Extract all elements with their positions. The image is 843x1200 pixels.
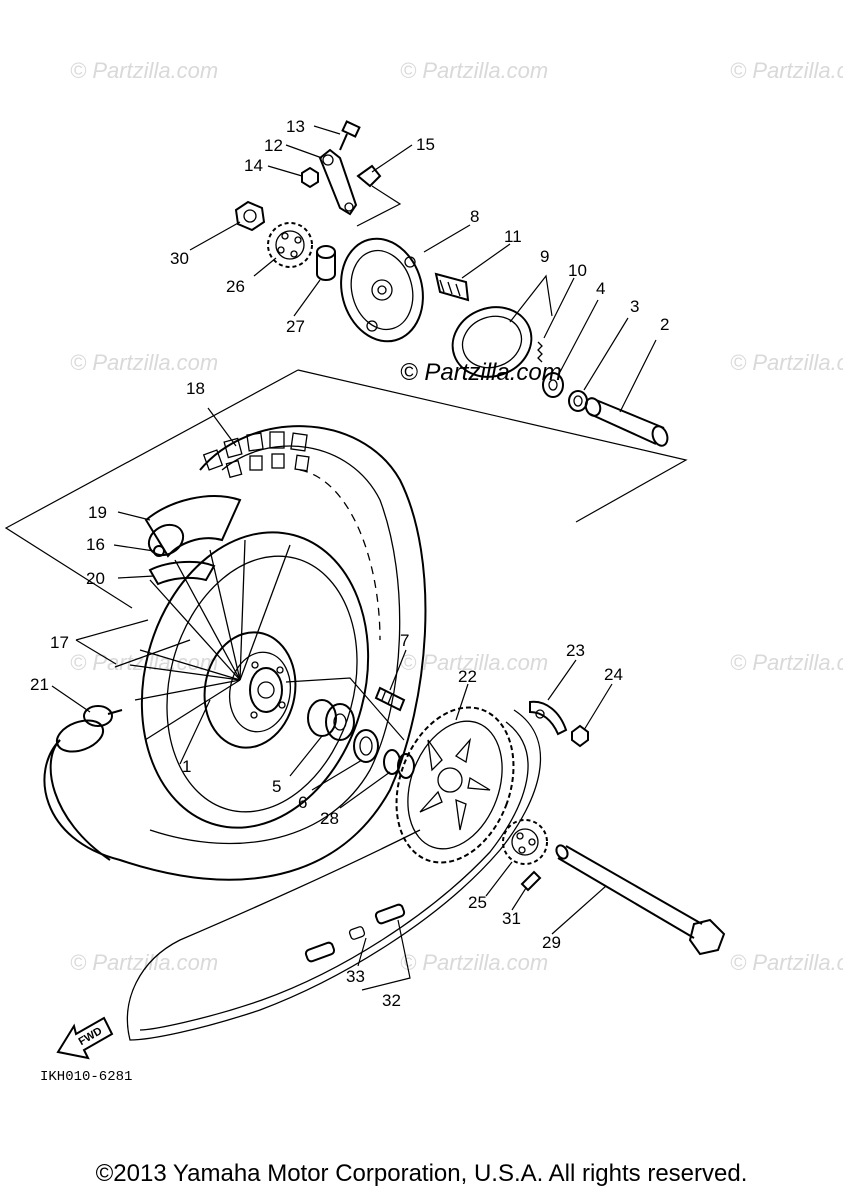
- callout-3: 3: [630, 297, 639, 316]
- tire-tread: [202, 431, 310, 479]
- callout-5: 5: [272, 777, 281, 796]
- callout-10: 10: [568, 261, 587, 280]
- callout-33: 33: [346, 967, 365, 986]
- callout-9: 9: [540, 247, 549, 266]
- callout-26: 26: [226, 277, 245, 296]
- callout-27: 27: [286, 317, 305, 336]
- watermark: © Partzilla.com: [400, 950, 548, 975]
- valve-21: [55, 705, 123, 753]
- camshaft-lever-12: [318, 148, 358, 216]
- drive-chain-32: [126, 709, 542, 1041]
- watermark: © Partzilla.com: [730, 350, 843, 375]
- brake-shoes-9: [451, 306, 533, 378]
- locking-washer-23: [529, 700, 568, 736]
- nut-30: [234, 200, 266, 232]
- callout-25: 25: [468, 893, 487, 912]
- rim: [140, 531, 370, 829]
- callout-12: 12: [264, 136, 283, 155]
- wheel-axle-29: [555, 844, 726, 956]
- watermark-center: © Partzilla.com: [400, 359, 562, 386]
- camshaft-11: [434, 272, 470, 302]
- callout-21: 21: [30, 675, 49, 694]
- rim-band-20: [148, 560, 216, 586]
- callout-24: 24: [604, 665, 623, 684]
- nut-24: [571, 724, 589, 748]
- callout-labels: 1 2 3 4 5 6 7 8 9 10 11 12 13 14 15 16 1…: [30, 117, 669, 1010]
- leader-lines: [51, 125, 657, 991]
- oil-seal-3: [568, 390, 588, 412]
- callout-16: 16: [86, 535, 105, 554]
- callout-22: 22: [458, 667, 477, 686]
- bearing-4: [542, 372, 564, 398]
- chain-joint-33: [304, 903, 406, 963]
- callout-29: 29: [542, 933, 561, 952]
- fwd-label: FWD: [77, 1025, 105, 1048]
- bolt-13: [339, 120, 361, 151]
- drive-sprocket-26: [267, 222, 313, 268]
- callout-4: 4: [596, 279, 605, 298]
- collar-28: [383, 749, 415, 779]
- callout-28: 28: [320, 809, 339, 828]
- callout-8: 8: [470, 207, 479, 226]
- watermark-layer: © Partzilla.com © Partzilla.com © Partzi…: [70, 58, 843, 975]
- brake-shoe-plate-8: [340, 237, 424, 343]
- copyright-notice: ©2013 Yamaha Motor Corporation, U.S.A. A…: [95, 1160, 748, 1187]
- callout-20: 20: [86, 569, 105, 588]
- spring-10: [537, 341, 543, 363]
- stud-bolt-7: [374, 686, 406, 712]
- callout-32: 32: [382, 991, 401, 1010]
- collar-2: [584, 397, 669, 447]
- callout-31: 31: [502, 909, 521, 928]
- cotter-pin-31: [520, 870, 542, 892]
- callout-7: 7: [400, 631, 409, 650]
- callout-17: 17: [50, 633, 69, 652]
- watermark: © Partzilla.com: [730, 950, 843, 975]
- fwd-arrow: FWD: [56, 1016, 114, 1060]
- diagram-code: IKH010-6281: [40, 1069, 132, 1085]
- wear-indicator-15: [356, 164, 382, 188]
- callout-14: 14: [244, 156, 263, 175]
- callout-13: 13: [286, 117, 305, 136]
- callout-2: 2: [660, 315, 669, 334]
- wheel-assembly: [4, 369, 688, 881]
- watermark: © Partzilla.com: [730, 58, 843, 83]
- watermark: © Partzilla.com: [400, 58, 548, 83]
- callout-11: 11: [504, 227, 522, 246]
- collar-27: [316, 245, 336, 281]
- watermark: © Partzilla.com: [730, 650, 843, 675]
- sprocket-22: [395, 706, 515, 864]
- tube-19: [144, 495, 242, 558]
- hub-1: [203, 631, 297, 749]
- callout-30: 30: [170, 249, 189, 268]
- nut-14: [301, 166, 319, 189]
- callout-1: 1: [182, 757, 191, 776]
- tire-18: [43, 425, 427, 881]
- callout-19: 19: [88, 503, 107, 522]
- brake-assembly: [234, 120, 669, 447]
- watermark: © Partzilla.com: [70, 58, 218, 83]
- callout-18: 18: [186, 379, 205, 398]
- watermark: © Partzilla.com: [70, 950, 218, 975]
- callout-15: 15: [416, 135, 435, 154]
- drive-sprocket-25: [502, 819, 548, 865]
- watermark: © Partzilla.com: [70, 350, 218, 375]
- oil-seal-6: [353, 729, 379, 763]
- callout-23: 23: [566, 641, 585, 660]
- watermark: © Partzilla.com: [400, 650, 548, 675]
- callout-6: 6: [298, 793, 307, 812]
- sprocket-side: [126, 677, 726, 1041]
